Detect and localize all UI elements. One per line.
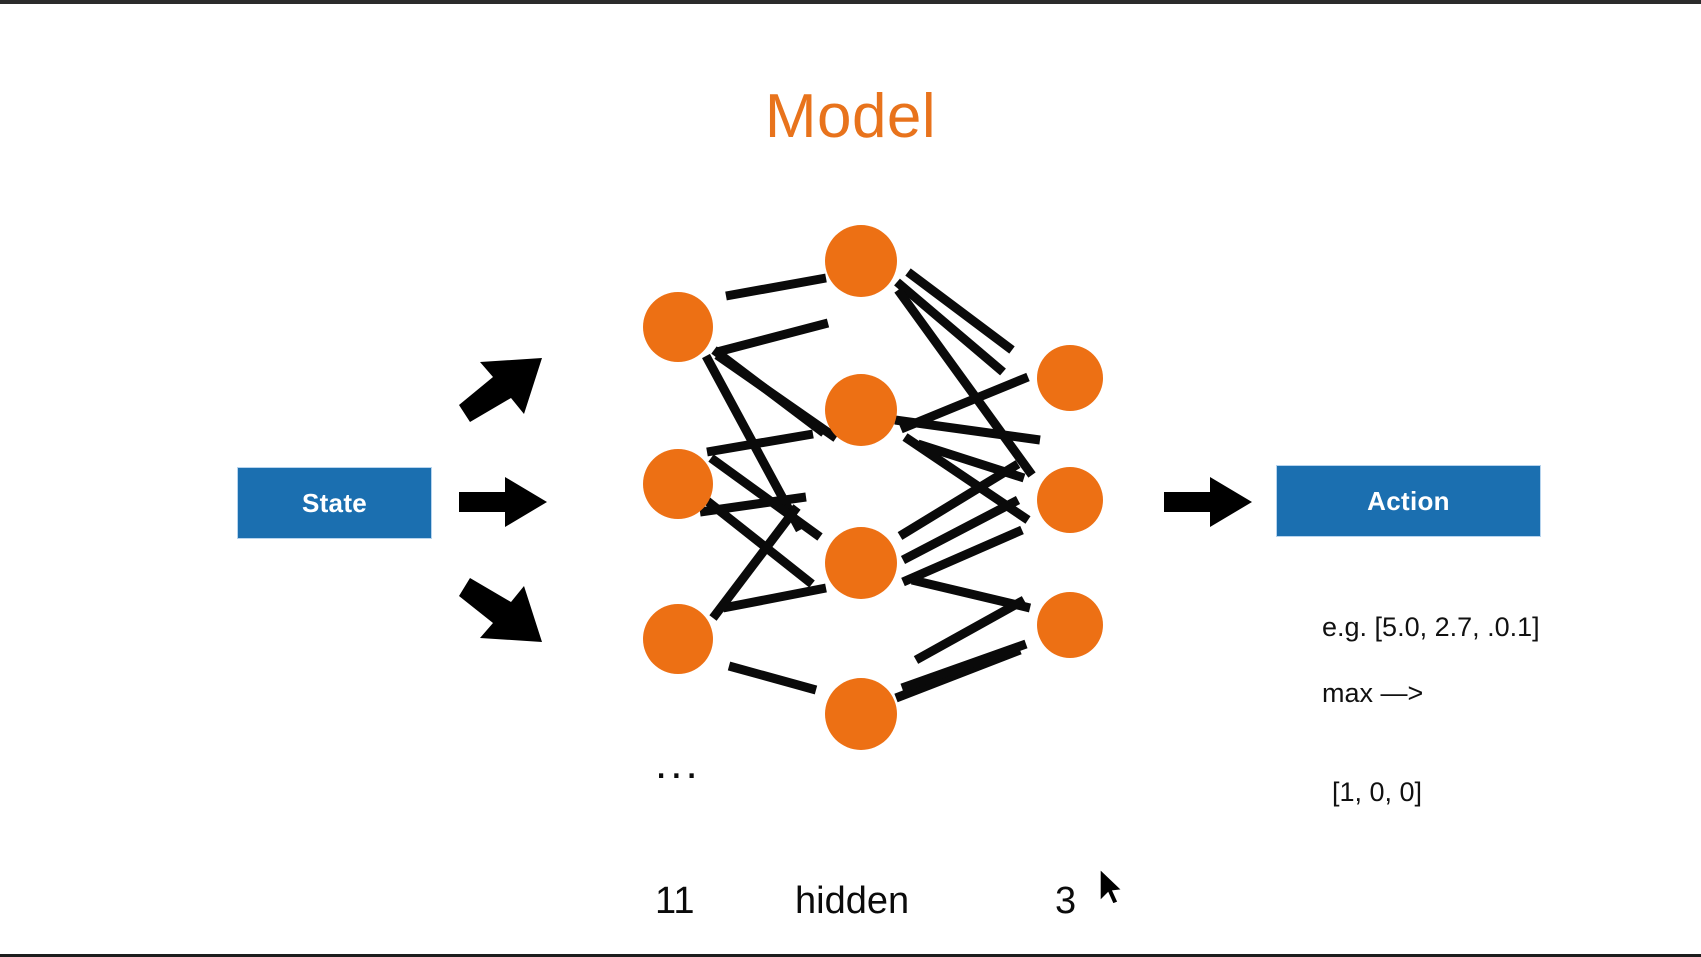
network-node-hidden [825, 527, 897, 599]
layer-label-output: 3 [1055, 880, 1077, 922]
arrow-up-right-icon [459, 358, 542, 422]
network-node-input [643, 604, 713, 674]
network-edge [913, 596, 1027, 664]
action-example-note: e.g. [5.0, 2.7, .0.1] max —> [1, 0, 0] [1292, 578, 1622, 875]
video-frame-bottom-edge [0, 954, 1701, 957]
network-node-output [1037, 345, 1103, 411]
mouse-pointer-shape [1099, 867, 1124, 905]
arrow-right-output-icon [1164, 477, 1252, 527]
mouse-pointer-icon [1099, 867, 1124, 905]
network-edge [900, 639, 1028, 693]
network-edge [910, 575, 1032, 613]
network-edge [706, 429, 814, 457]
network-edge [725, 273, 827, 301]
network-edge [714, 351, 839, 442]
state-box[interactable]: State [238, 468, 431, 538]
network-edge [916, 439, 1026, 483]
input-layer-ellipsis: ... [655, 739, 701, 788]
network-nodes [643, 225, 1103, 750]
network-edge [894, 415, 1041, 445]
action-note-line-3: [1, 0, 0] [1332, 777, 1423, 807]
action-note-line-2: max —> [1322, 678, 1424, 708]
network-edge [703, 496, 815, 588]
network-edge [727, 661, 818, 695]
network-edge [715, 318, 830, 357]
network-edge [722, 583, 827, 613]
network-edge [894, 645, 1022, 703]
network-node-hidden [825, 225, 897, 297]
network-node-output [1037, 467, 1103, 533]
slide-title: Model [764, 82, 937, 151]
action-note-line-1: e.g. [5.0, 2.7, .0.1] [1322, 612, 1540, 642]
network-edge [901, 525, 1024, 587]
network-edge [897, 460, 1021, 540]
arrow-down-right-icon [459, 578, 542, 642]
network-edge [709, 504, 801, 621]
network-node-input [643, 449, 713, 519]
arrow-right-icon [459, 477, 547, 527]
network-node-input [643, 292, 713, 362]
network-edges [699, 268, 1041, 703]
network-edge [894, 278, 1006, 376]
layer-label-hidden: hidden [795, 880, 910, 922]
network-edge [905, 268, 1015, 354]
network-edge [702, 353, 804, 533]
action-box[interactable]: Action [1277, 466, 1540, 536]
network-edge [708, 454, 823, 541]
network-node-hidden [825, 374, 897, 446]
video-frame-top-edge [0, 0, 1701, 4]
network-node-output [1037, 592, 1103, 658]
network-node-hidden [825, 678, 897, 750]
network-edge [699, 492, 807, 517]
network-edge [894, 287, 1036, 478]
network-edge [711, 346, 827, 437]
network-edge [899, 372, 1030, 434]
state-box-label: State [301, 487, 368, 518]
layer-label-input: 11 [655, 880, 695, 922]
network-edge [900, 496, 1021, 564]
network-edge [902, 433, 1031, 524]
action-box-label: Action [1367, 485, 1450, 516]
